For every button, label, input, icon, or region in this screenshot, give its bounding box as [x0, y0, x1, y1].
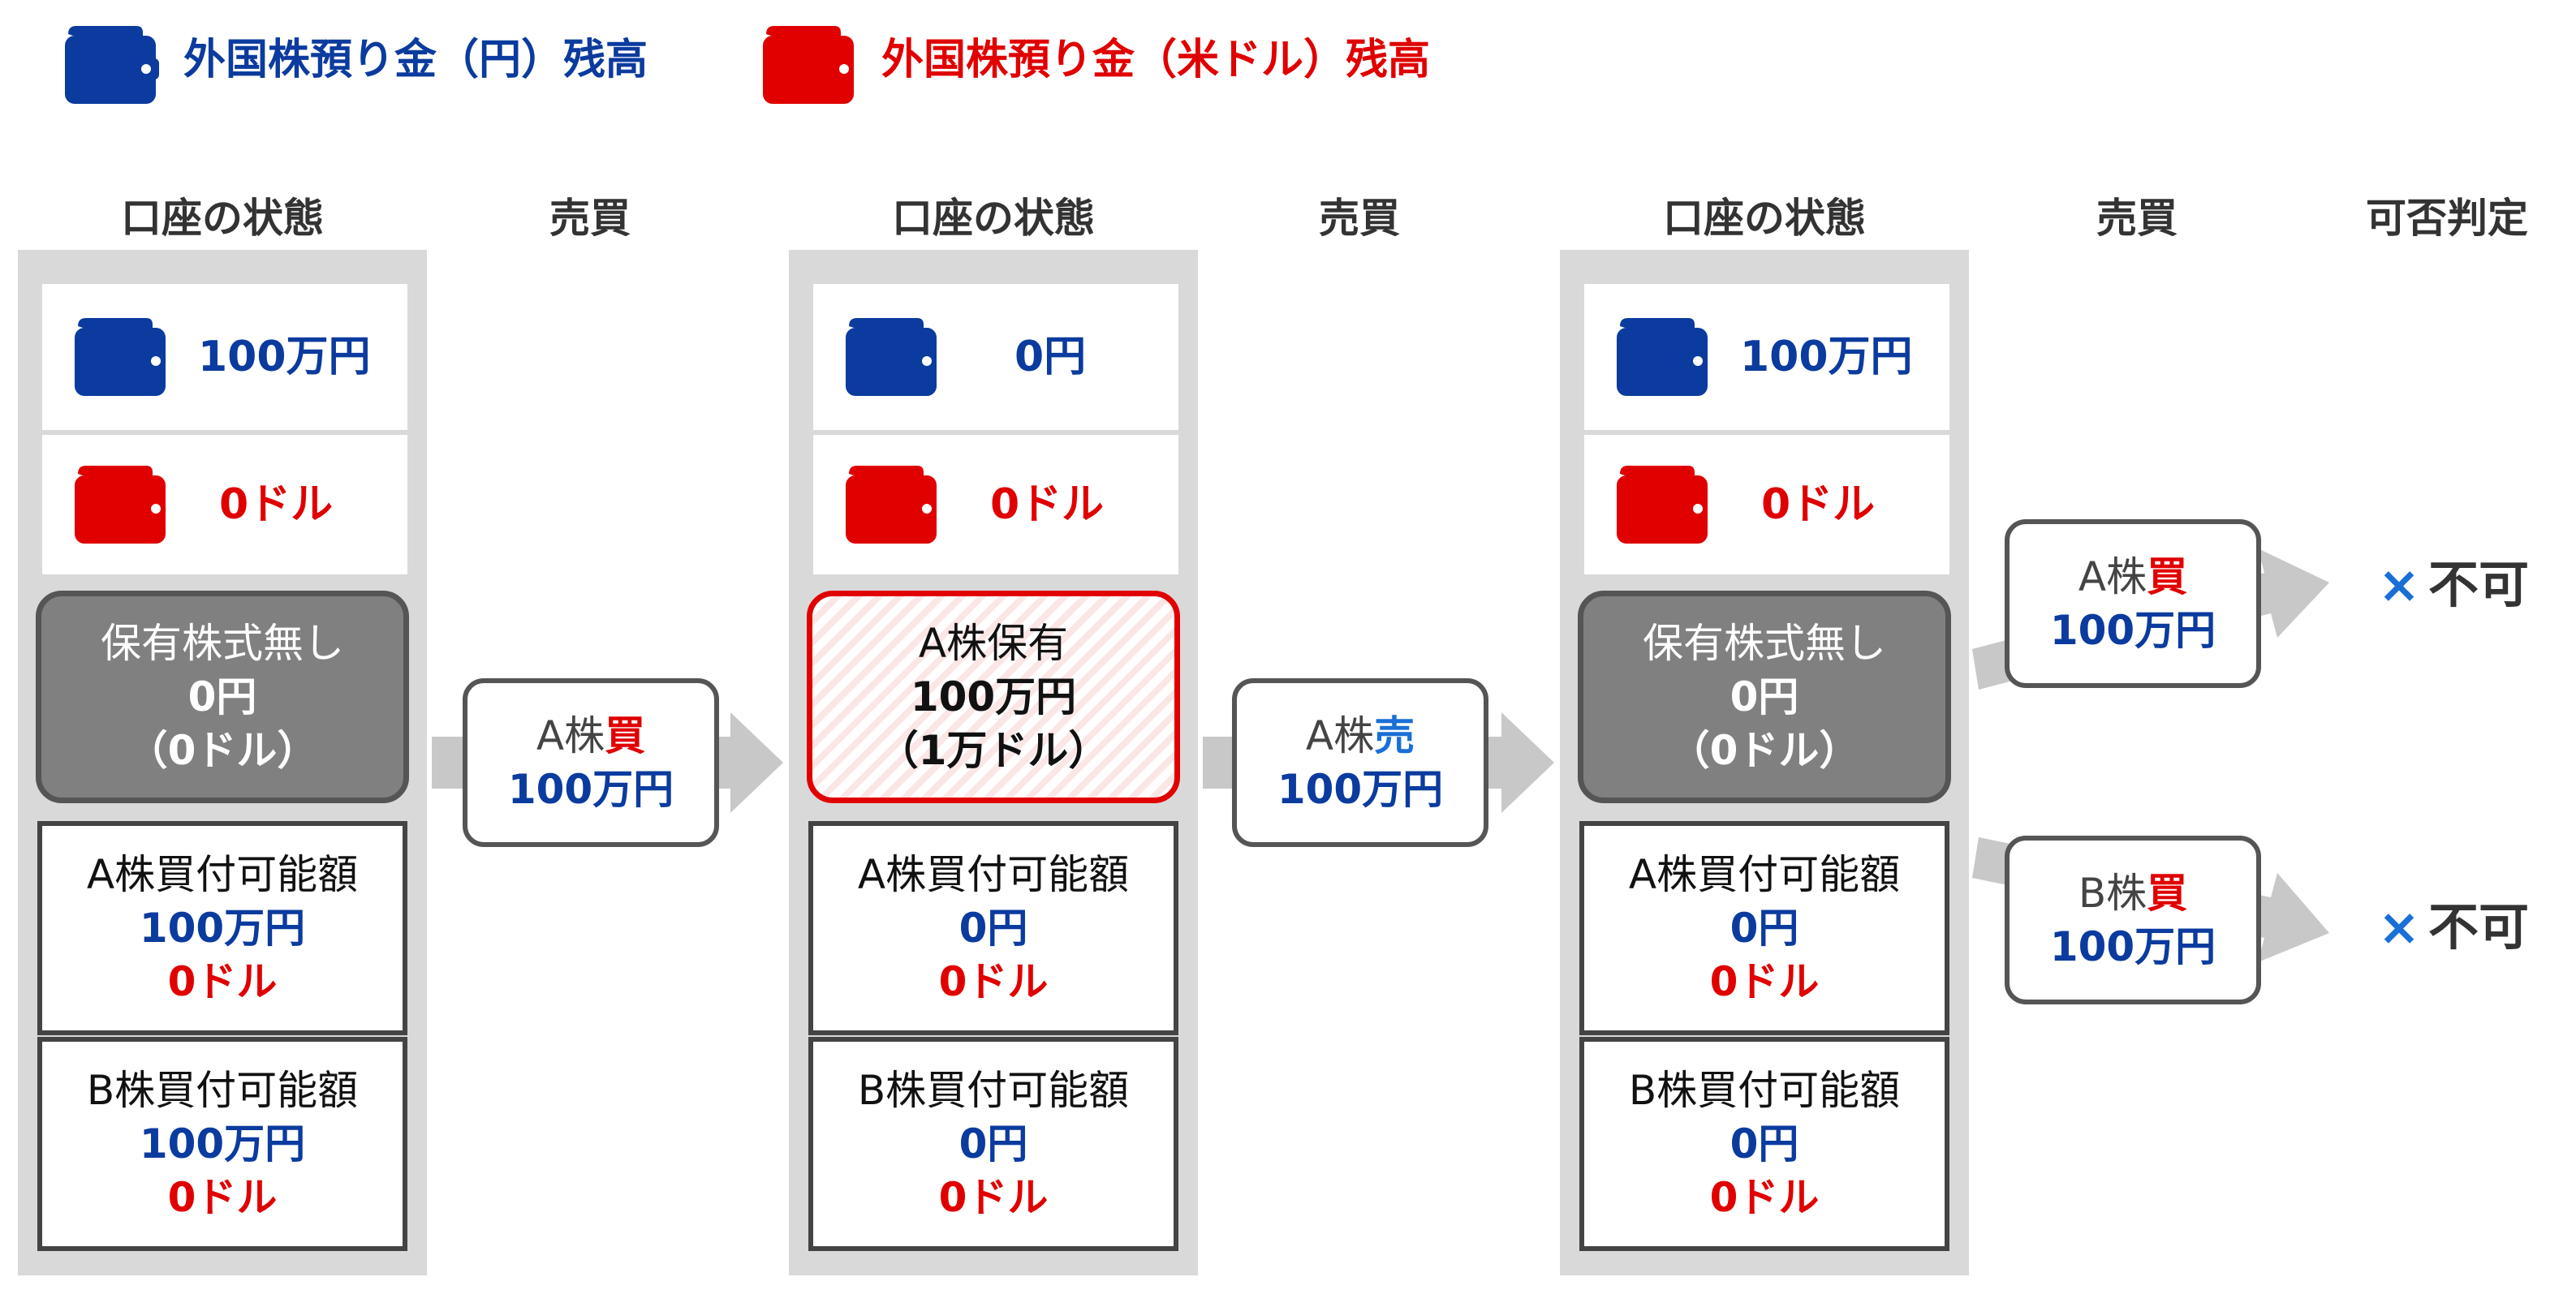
result-text: 不可 [2427, 555, 2529, 614]
trade-box-1: A株買 100万円 [463, 678, 719, 847]
trade-box-3: A株買 100万円 [2005, 519, 2261, 688]
wallet-icon [75, 318, 166, 396]
header-trade-1: 売買 [549, 195, 631, 242]
header-judgement: 可否判定 [2366, 195, 2528, 242]
buying-power-label: B株買付可能額 [857, 1067, 1130, 1114]
buying-power-yen: 0円 [1730, 1120, 1799, 1167]
a-buying-power-box-3: A株買付可能額 0円 0ドル [1579, 821, 1949, 1035]
header-account-state-1: 口座の状態 [121, 195, 324, 242]
holding-box-1: 保有株式無し 0円 （0ドル） [36, 591, 409, 803]
buying-power-usd: 0ドル [938, 958, 1049, 1005]
buying-power-label: A株買付可能額 [1628, 851, 1901, 898]
buying-power-yen: 0円 [958, 905, 1028, 952]
buying-power-usd: 0ドル [167, 1174, 278, 1221]
holding-yen: 0円 [1730, 673, 1799, 720]
trade-box-4: B株買 100万円 [2005, 836, 2261, 1004]
buying-power-yen: 100万円 [139, 1120, 306, 1167]
a-buying-power-box-2: A株買付可能額 0円 0ドル [808, 821, 1178, 1035]
legend-usd-label: 外国株預り金（米ドル）残高 [881, 36, 1431, 84]
holding-box-3: 保有株式無し 0円 （0ドル） [1578, 591, 1951, 803]
header-account-state-2: 口座の状態 [892, 195, 1095, 242]
wallet-icon [75, 466, 166, 544]
trade-amount: 100万円 [1277, 766, 1444, 813]
trade-action-buy: 買 [2147, 553, 2188, 600]
b-buying-power-box-1: B株買付可能額 100万円 0ドル [37, 1037, 407, 1251]
buying-power-usd: 0ドル [1709, 1174, 1820, 1221]
trade-amount: 100万円 [2049, 923, 2216, 970]
holding-usd: （1万ドル） [877, 727, 1109, 774]
holding-label: A株保有 [918, 620, 1069, 667]
yen-balance-value: 100万円 [1740, 333, 1913, 381]
holding-label: 保有株式無し [101, 620, 344, 667]
buying-power-yen: 0円 [958, 1120, 1028, 1167]
trade-amount: 100万円 [2049, 607, 2216, 654]
wallet-icon [846, 318, 937, 396]
usd-balance-box-1: 0ドル [42, 435, 407, 574]
holding-box-2: A株保有 100万円 （1万ドル） [807, 591, 1180, 803]
buying-power-yen: 100万円 [139, 905, 306, 952]
usd-balance-value: 0ドル [990, 480, 1105, 529]
wallet-icon [1617, 466, 1708, 544]
trade-stock: B株 [2078, 870, 2147, 917]
legend-usd-icon [760, 23, 857, 110]
usd-balance-value: 0ドル [219, 480, 334, 529]
holding-usd: （0ドル） [1669, 727, 1860, 774]
legend-yen-label: 外国株預り金（円）残高 [183, 36, 648, 84]
legend-yen-icon [62, 23, 159, 110]
result-1: × 不可 [2378, 560, 2529, 610]
buying-power-usd: 0ドル [938, 1174, 1049, 1221]
header-trade-2: 売買 [1319, 195, 1400, 242]
trade-box-2: A株売 100万円 [1232, 678, 1488, 847]
header-trade-3: 売買 [2096, 195, 2178, 242]
trade-stock: A株 [1305, 712, 1375, 759]
yen-balance-value: 0円 [1014, 333, 1087, 381]
trade-action-buy: 買 [605, 712, 646, 759]
buying-power-usd: 0ドル [1709, 958, 1820, 1005]
usd-balance-box-3: 0ドル [1584, 435, 1949, 574]
buying-power-usd: 0ドル [167, 958, 278, 1005]
usd-balance-box-2: 0ドル [813, 435, 1178, 574]
usd-balance-value: 0ドル [1761, 480, 1876, 529]
a-buying-power-box-1: A株買付可能額 100万円 0ドル [37, 821, 407, 1035]
trade-action-sell: 売 [1374, 712, 1415, 759]
result-text: 不可 [2427, 897, 2529, 957]
trade-stock: A株 [536, 712, 605, 759]
yen-balance-box-3: 100万円 [1584, 284, 1949, 430]
header-account-state-3: 口座の状態 [1663, 195, 1866, 242]
yen-balance-value: 100万円 [198, 333, 371, 381]
holding-yen: 100万円 [910, 673, 1077, 720]
result-2: × 不可 [2378, 902, 2529, 952]
buying-power-yen: 0円 [1730, 905, 1799, 952]
holding-yen: 0円 [187, 673, 257, 720]
buying-power-label: B株買付可能額 [1628, 1067, 1901, 1114]
cross-icon: × [2378, 555, 2420, 614]
buying-power-label: A株買付可能額 [86, 851, 359, 898]
holding-usd: （0ドル） [127, 727, 318, 774]
wallet-icon [846, 466, 937, 544]
trade-amount: 100万円 [507, 766, 674, 813]
yen-balance-box-2: 0円 [813, 284, 1178, 430]
buying-power-label: B株買付可能額 [86, 1067, 359, 1114]
b-buying-power-box-2: B株買付可能額 0円 0ドル [808, 1037, 1178, 1251]
trade-action-buy: 買 [2147, 870, 2188, 917]
yen-balance-box-1: 100万円 [42, 284, 407, 430]
wallet-icon [1617, 318, 1708, 396]
holding-label: 保有株式無し [1643, 620, 1886, 667]
cross-icon: × [2378, 897, 2420, 957]
b-buying-power-box-3: B株買付可能額 0円 0ドル [1579, 1037, 1949, 1251]
buying-power-label: A株買付可能額 [857, 851, 1130, 898]
trade-stock: A株 [2078, 553, 2147, 600]
